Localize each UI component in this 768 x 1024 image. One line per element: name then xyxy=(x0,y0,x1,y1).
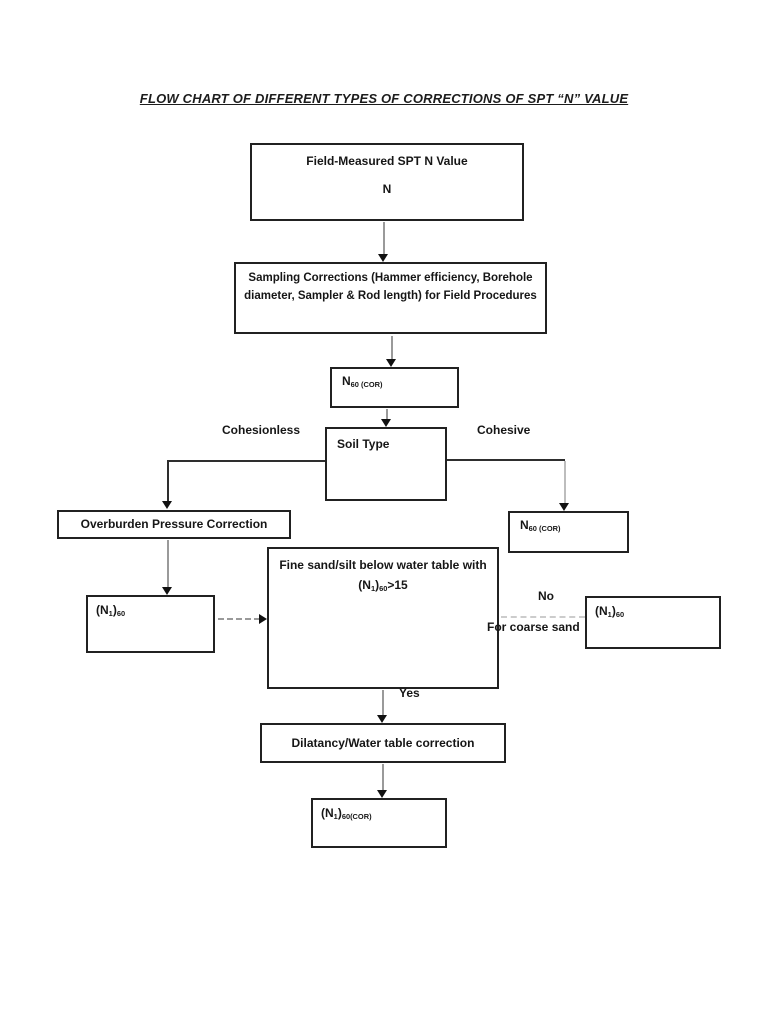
node-n160-cor-final: (N1)60(COR) xyxy=(311,798,447,848)
n160r-p2: ) xyxy=(611,604,616,618)
n160f-p2: ) xyxy=(337,806,342,820)
label-no: No xyxy=(538,589,554,603)
node-n160-cor-final-text: (N1)60(COR) xyxy=(321,806,372,820)
arrowhead-n60-to-soiltype xyxy=(381,419,391,427)
connector-left-branch-vertical xyxy=(167,460,169,502)
arrowhead-n160-to-finesand xyxy=(259,614,267,624)
connector-dilatancy-to-final xyxy=(382,764,384,790)
connector-right-branch-vertical xyxy=(564,461,566,503)
node-field-measured-line2: N xyxy=(382,182,392,196)
n160l-p1: (N xyxy=(96,603,109,617)
fs-p1: (N xyxy=(358,578,371,593)
node-n160-left: (N1)60 xyxy=(86,595,215,653)
n160f-sub2: 60(COR) xyxy=(341,811,372,821)
node-fine-sand: Fine sand/silt below water table with (N… xyxy=(267,547,499,689)
connector-right-branch-horizontal xyxy=(447,459,565,461)
node-overburden-text: Overburden Pressure Correction xyxy=(80,517,268,531)
connector-field-to-sampling xyxy=(383,222,385,255)
node-n160-left-text: (N1)60 xyxy=(96,603,125,617)
n160l-p2: ) xyxy=(112,603,117,617)
arrowhead-dilatancy-to-final xyxy=(377,790,387,798)
connector-sampling-to-n60 xyxy=(391,336,393,360)
arrowhead-overburden-to-n160 xyxy=(162,587,172,595)
arrowhead-right-branch xyxy=(559,503,569,511)
connector-overburden-to-n160 xyxy=(167,540,169,588)
node-n60-cor-top: N60 (COR) xyxy=(330,367,459,408)
arrowhead-sampling-to-n60 xyxy=(386,359,396,367)
node-n60-cor-right: N60 (COR) xyxy=(508,511,629,553)
n60-base: N xyxy=(342,374,351,388)
node-n160-right-text: (N1)60 xyxy=(595,604,624,618)
connector-left-branch-horizontal xyxy=(167,460,325,462)
node-field-measured-line1: Field-Measured SPT N Value xyxy=(306,154,468,168)
n160r-sub1: 1 xyxy=(607,609,612,619)
label-for-coarse-sand: For coarse sand xyxy=(487,620,580,634)
node-n60-cor-right-text: N60 (COR) xyxy=(520,518,561,532)
connector-finesand-to-dilatancy xyxy=(382,690,384,715)
node-soil-type: Soil Type xyxy=(325,427,447,501)
label-yes: Yes xyxy=(399,686,420,700)
node-n160-right: (N1)60 xyxy=(585,596,721,649)
node-fine-sand-line2: (N1)60>15 xyxy=(269,575,497,595)
connector-n60-to-soiltype xyxy=(386,409,388,420)
node-sampling-corrections-text: Sampling Corrections (Hammer efficiency,… xyxy=(244,272,537,303)
page-title: FLOW CHART OF DIFFERENT TYPES OF CORRECT… xyxy=(139,91,629,106)
connector-n160-to-finesand xyxy=(218,618,260,620)
fs-sub2: 60 xyxy=(379,584,388,594)
node-dilatancy: Dilatancy/Water table correction xyxy=(260,723,506,763)
n160r-sub2: 60 xyxy=(615,609,625,619)
node-overburden: Overburden Pressure Correction xyxy=(57,510,291,539)
page-title-row: FLOW CHART OF DIFFERENT TYPES OF CORRECT… xyxy=(0,90,768,108)
arrowhead-field-to-sampling xyxy=(378,254,388,262)
label-cohesionless: Cohesionless xyxy=(222,423,301,437)
node-soil-type-text: Soil Type xyxy=(337,437,390,451)
arrowhead-left-branch xyxy=(162,501,172,509)
n60-subscript: 60 (COR) xyxy=(350,379,383,389)
fs-p3: >15 xyxy=(387,578,408,593)
n160l-sub2: 60 xyxy=(116,608,126,618)
node-dilatancy-text: Dilatancy/Water table correction xyxy=(291,736,475,750)
arrowhead-finesand-to-dilatancy xyxy=(377,715,387,723)
n60-right-subscript: 60 (COR) xyxy=(528,523,561,533)
n160r-p1: (N xyxy=(595,604,608,618)
n160f-sub1: 1 xyxy=(333,811,338,821)
node-fine-sand-line1: Fine sand/silt below water table with xyxy=(279,558,487,572)
n60-right-base: N xyxy=(520,518,529,532)
node-sampling-corrections: Sampling Corrections (Hammer efficiency,… xyxy=(234,262,547,334)
n160f-p1: (N xyxy=(321,806,334,820)
connector-finesand-to-n160-right xyxy=(501,616,585,618)
n160l-sub1: 1 xyxy=(108,608,113,618)
node-n60-cor-top-text: N60 (COR) xyxy=(342,374,383,388)
fs-sub1: 1 xyxy=(370,584,376,594)
label-cohesive: Cohesive xyxy=(477,423,531,437)
node-field-measured: Field-Measured SPT N Value N xyxy=(250,143,524,221)
fs-p2: ) xyxy=(375,578,380,593)
